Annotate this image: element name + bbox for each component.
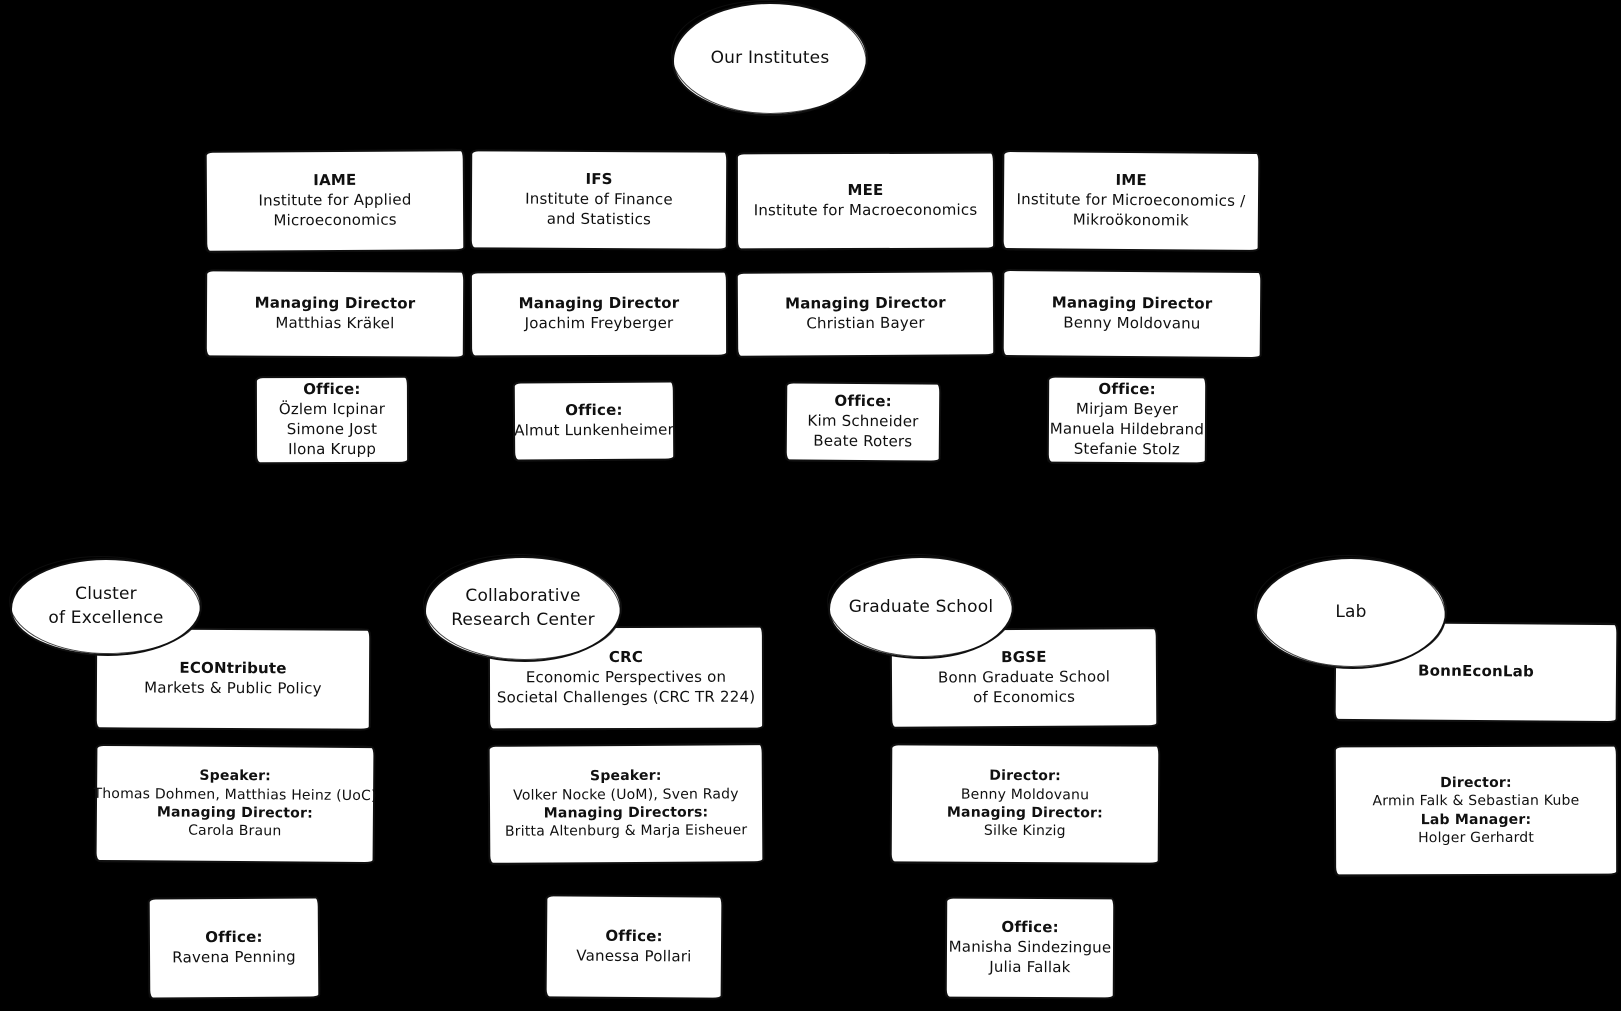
md-name: Benny Moldovanu	[1063, 313, 1201, 333]
office-name: Julia Fallak	[989, 957, 1071, 977]
bubble-lab: Lab	[1255, 557, 1447, 669]
bubble-label-line: of Excellence	[48, 608, 164, 628]
md-name: Christian Bayer	[806, 313, 925, 333]
role-label: Speaker:	[589, 767, 662, 785]
role-names: Carola Braun	[188, 823, 282, 840]
office-box-ime: Office: Mirjam Beyer Manuela Hildebrand …	[1046, 375, 1208, 465]
md-title: Managing Director	[518, 293, 680, 313]
office-label: Office:	[565, 401, 623, 420]
role-label: Director:	[1440, 774, 1512, 791]
office-label: Office:	[605, 926, 663, 946]
role-label: Managing Director:	[946, 804, 1103, 822]
office-box-ifs: Office: Almut Lunkenheimer	[512, 380, 676, 462]
role-label: Managing Directors:	[543, 804, 709, 822]
people-box-bonneconlab: Director: Armin Falk & Sebastian Kube La…	[1333, 744, 1619, 877]
people-box-econtribute: Speaker: Thomas Dohmen, Matthias Heinz (…	[93, 743, 377, 865]
institute-name-line: Microeconomics	[273, 210, 397, 230]
role-names: Benny Moldovanu	[960, 786, 1090, 803]
unit-line: Bonn Graduate School	[937, 667, 1111, 687]
unit-title: CRC	[608, 648, 644, 667]
office-box-mee: Office: Kim Schneider Beate Roters	[784, 381, 942, 463]
unit-line: of Economics	[973, 687, 1076, 707]
bubble-our-institutes-label: Our Institutes	[710, 48, 830, 69]
role-names: Britta Altenburg & Marja Eisheuer	[504, 822, 748, 841]
office-box-crc: Office: Vanessa Pollari	[544, 894, 724, 1000]
managing-director-box-ifs: Managing Director Joachim Freyberger	[469, 270, 729, 358]
role-label: Lab Manager:	[1420, 811, 1532, 828]
office-name: Manuela Hildebrand	[1049, 419, 1205, 439]
institute-abbr: IME	[1115, 171, 1147, 190]
institute-name-line: Institute for Applied	[258, 190, 412, 210]
unit-line: Societal Challenges (CRC TR 224)	[496, 687, 756, 707]
managing-director-box-iame: Managing Director Matthias Kräkel	[204, 269, 466, 359]
institute-name-line: Institute of Finance	[525, 189, 673, 209]
office-name: Kim Schneider	[807, 411, 919, 431]
people-box-crc: Speaker: Volker Nocke (UoM), Sven Rady M…	[487, 743, 765, 865]
bubble-collaborative-research-center: Collaborative Research Center	[424, 556, 622, 662]
managing-director-box-ime: Managing Director Benny Moldovanu	[1001, 268, 1263, 360]
office-name: Beate Roters	[813, 431, 913, 451]
unit-title: ECONtribute	[179, 658, 287, 678]
bubble-label-line: Collaborative	[465, 586, 581, 607]
bubble-label-line: Graduate School	[848, 596, 994, 617]
office-name: Simone Jost	[286, 419, 378, 439]
md-title: Managing Director	[1051, 293, 1213, 313]
role-names: Holger Gerhardt	[1418, 829, 1535, 847]
office-label: Office:	[205, 928, 263, 947]
bubble-label-line: Cluster	[75, 584, 137, 605]
role-names: Thomas Dohmen, Matthias Heinz (UoC)	[93, 785, 377, 804]
institute-name-line: Institute for Macroeconomics	[753, 200, 978, 220]
institute-abbr: MEE	[847, 181, 884, 200]
md-title: Managing Director	[785, 293, 946, 313]
office-box-bgse: Office: Manisha Sindezingue Julia Fallak	[944, 896, 1116, 1000]
office-box-iame: Office: Özlem Icpinar Simone Jost Ilona …	[254, 375, 410, 465]
md-name: Matthias Kräkel	[275, 313, 395, 333]
office-label: Office:	[303, 380, 361, 399]
institute-name-line: and Statistics	[546, 209, 652, 229]
bubble-our-institutes: Our Institutes	[672, 2, 868, 116]
bubble-cluster-of-excellence: Cluster of Excellence	[10, 558, 202, 656]
role-names: Volker Nocke (UoM), Sven Rady	[513, 785, 739, 804]
unit-title: BonnEconLab	[1418, 661, 1534, 681]
role-label: Managing Director:	[156, 804, 313, 822]
role-names: Silke Kinzig	[983, 823, 1066, 840]
role-names: Armin Falk & Sebastian Kube	[1372, 792, 1580, 810]
unit-line: Economic Perspectives on	[525, 667, 727, 687]
office-name: Ravena Penning	[172, 947, 296, 967]
role-label: Speaker:	[199, 767, 272, 785]
institute-box-ifs: IFS Institute of Finance and Statistics	[469, 149, 729, 251]
office-label: Office:	[834, 392, 892, 411]
bubble-label-line: Research Center	[451, 610, 595, 630]
office-label: Office:	[1001, 918, 1059, 937]
people-box-bgse: Director: Benny Moldovanu Managing Direc…	[889, 743, 1161, 865]
institute-box-ime: IME Institute for Microeconomics / Mikro…	[1001, 149, 1261, 253]
unit-line: Markets & Public Policy	[144, 678, 322, 698]
office-name: Vanessa Pollari	[576, 946, 692, 966]
bubble-graduate-school: Graduate School	[828, 556, 1014, 659]
office-box-econtribute: Office: Ravena Penning	[147, 896, 321, 1000]
office-name: Manisha Sindezingue	[948, 937, 1112, 957]
institute-box-iame: IAME Institute for Applied Microeconomic…	[204, 149, 466, 253]
institute-abbr: IFS	[585, 170, 613, 189]
role-label: Director:	[989, 767, 1062, 785]
institute-name-line: Mikroökonomik	[1072, 210, 1189, 230]
office-name: Almut Lunkenheimer	[514, 420, 674, 440]
managing-director-box-mee: Managing Director Christian Bayer	[735, 270, 996, 358]
md-name: Joachim Freyberger	[524, 313, 674, 333]
institute-box-mee: MEE Institute for Macroeconomics	[735, 151, 996, 251]
md-title: Managing Director	[254, 293, 416, 313]
institute-name-line: Institute for Microeconomics /	[1016, 190, 1246, 210]
bubble-label-line: Lab	[1335, 602, 1367, 623]
unit-title: BGSE	[1001, 648, 1047, 667]
office-name: Ilona Krupp	[288, 439, 377, 458]
institute-abbr: IAME	[313, 171, 357, 190]
office-name: Stefanie Stolz	[1073, 439, 1180, 459]
office-name: Özlem Icpinar	[278, 400, 386, 419]
office-name: Mirjam Beyer	[1075, 399, 1179, 419]
office-label: Office:	[1098, 380, 1156, 399]
